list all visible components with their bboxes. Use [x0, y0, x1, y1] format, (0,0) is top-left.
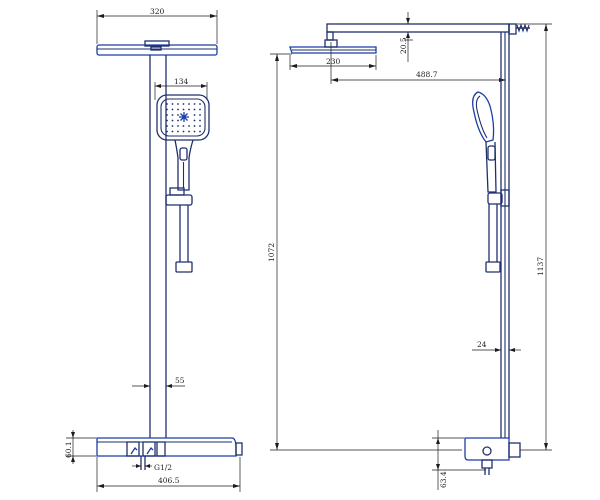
nozzle-dot — [193, 130, 196, 133]
dim-label-320: 320 — [150, 7, 165, 16]
nozzle-dot — [171, 130, 174, 133]
dim-320: 320 — [96, 7, 218, 44]
nozzle-dot — [166, 130, 168, 133]
nozzle-dot — [177, 108, 179, 111]
valve-side — [464, 437, 521, 475]
dim-label-g12: G1/2 — [154, 463, 172, 472]
nozzle-dot — [171, 103, 174, 105]
dim-label-20-5: 20.5 — [399, 37, 408, 54]
nozzle-dot — [177, 130, 179, 133]
dim-20-5: 20.5 — [399, 12, 413, 62]
dim-label-1072: 1072 — [267, 243, 276, 262]
dim-55: 55 — [132, 376, 185, 388]
nozzle-dot — [199, 108, 201, 111]
nozzle-dot — [199, 103, 201, 105]
nozzle-dot — [193, 103, 196, 105]
hand-shower-front — [156, 94, 210, 191]
nozzle-dot — [188, 130, 190, 133]
overhead-arm-side — [326, 23, 510, 41]
nozzle-dot — [171, 119, 174, 122]
nozzle-dot — [171, 108, 174, 111]
dim-label-406-5: 406.5 — [158, 476, 180, 485]
dim-406-5: 406.5 — [96, 457, 241, 492]
dim-63-4: 63.4 — [432, 430, 486, 490]
nozzle-dot — [182, 103, 185, 105]
dim-label-55: 55 — [175, 376, 185, 385]
dim-1072: 1072 — [267, 53, 462, 451]
nozzle-dot — [193, 108, 196, 111]
slide-holder-side — [487, 189, 510, 207]
nozzle-dot — [188, 125, 190, 127]
nozzle-dot — [177, 125, 179, 127]
valve-shelf-front — [96, 437, 243, 470]
dim-60-1: 60.1 — [64, 430, 96, 464]
dim-488-7: 488.7 — [330, 42, 506, 84]
overhead-shower-side — [289, 39, 377, 54]
dim-label-24: 24 — [477, 340, 487, 349]
nozzle-dot — [199, 114, 201, 116]
dim-label-60-1: 60.1 — [64, 441, 73, 458]
dim-label-134: 134 — [174, 77, 189, 86]
dim-134: 134 — [154, 77, 208, 100]
nozzle-dot — [199, 119, 201, 122]
nozzle-dot — [193, 114, 196, 116]
nozzle-dot — [199, 130, 201, 133]
dim-230: 230 — [289, 55, 377, 70]
hose-side — [485, 204, 501, 273]
nozzle-dot — [166, 119, 168, 122]
nozzle-dot — [177, 103, 179, 105]
overhead-shower-front — [96, 40, 218, 56]
side-view: 20.5 230 488.7 — [267, 12, 552, 490]
nozzle-dot — [166, 125, 168, 127]
hose-front — [175, 205, 193, 273]
dim-24: 24 — [472, 340, 521, 352]
nozzle-dot — [177, 119, 179, 122]
nozzle-dot — [188, 108, 190, 111]
nozzle-pattern — [166, 103, 201, 133]
nozzle-dot — [199, 125, 201, 127]
riser-pipe-front — [149, 55, 167, 438]
nozzle-dot — [166, 108, 168, 111]
nozzle-dot — [171, 125, 174, 127]
nozzle-dot — [182, 125, 185, 127]
dim-label-230: 230 — [326, 57, 341, 66]
dim-label-1137: 1137 — [536, 257, 545, 276]
dim-1137: 1137 — [516, 23, 552, 451]
nozzle-dot — [182, 108, 185, 111]
hand-shower-side — [472, 91, 497, 193]
front-view: 320 134 — [64, 7, 243, 492]
nozzle-dot — [166, 114, 168, 116]
nozzle-dot — [177, 114, 179, 116]
dim-label-488-7: 488.7 — [416, 70, 438, 79]
riser-pipe-side — [500, 23, 530, 438]
dim-label-63-4: 63.4 — [439, 471, 448, 488]
nozzle-dot — [166, 103, 168, 105]
slide-holder-front — [165, 187, 193, 206]
nozzle-dot — [193, 119, 196, 122]
nozzle-dot — [182, 130, 185, 133]
nozzle-dot — [193, 125, 196, 127]
dim-inlet-thread: G1/2 — [132, 463, 172, 472]
nozzle-dot — [188, 103, 190, 105]
nozzle-dot — [171, 114, 174, 116]
